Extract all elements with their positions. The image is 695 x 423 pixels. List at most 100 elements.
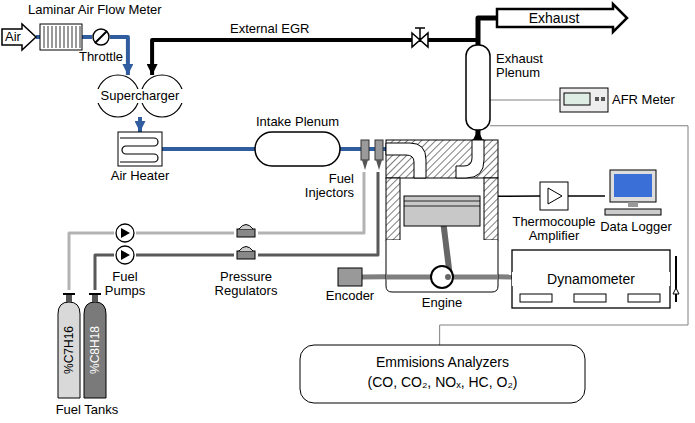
cylinder-wall xyxy=(386,178,400,240)
pump-body xyxy=(116,246,134,264)
meter-lamina xyxy=(68,26,69,48)
air-flow-meter-shape xyxy=(40,24,82,50)
meter-lamina xyxy=(44,26,45,48)
node-label: Laminar Air Flow Meter xyxy=(28,3,178,17)
meter-lamina xyxy=(80,26,81,48)
exhaust-plenum-shape xyxy=(466,45,490,130)
dyno-part xyxy=(628,294,660,302)
dyno-part xyxy=(574,294,606,302)
intake-port xyxy=(386,143,426,178)
pipe-connector xyxy=(258,172,364,233)
meter-body xyxy=(40,24,82,50)
afr-meter: AFR Meter xyxy=(560,88,608,112)
fuel-pumps: Fuel Pumps xyxy=(114,222,136,266)
fuel-tank: %C7H16 xyxy=(58,290,80,398)
injector-body xyxy=(361,140,369,160)
keyboard xyxy=(605,209,661,215)
node-label: Exhaust xyxy=(497,11,611,25)
regulator-body xyxy=(237,251,255,259)
node-label: Fuel Injectors xyxy=(290,172,354,200)
pipe-connector xyxy=(258,172,378,255)
intake-plenum-shape xyxy=(255,132,340,166)
arrow-outline xyxy=(2,24,36,50)
meter-button xyxy=(595,97,599,101)
tank-neck xyxy=(92,294,98,302)
node-label: Supercharger xyxy=(85,89,195,103)
amp-symbol xyxy=(548,188,562,204)
piston-ring xyxy=(404,206,480,207)
regulator-body xyxy=(237,229,255,237)
exhaust-port xyxy=(456,140,484,178)
node-label: Thermocouple Amplifier xyxy=(509,215,599,243)
pipe-connector xyxy=(478,18,497,45)
crankcase xyxy=(386,240,498,292)
throttle-valve: Throttle xyxy=(92,28,110,46)
data-logger-shape xyxy=(605,170,661,216)
throttle-valve-shape xyxy=(92,28,110,46)
encoder: Encoder xyxy=(338,268,362,286)
thermocouple-amplifier: Thermocouple Amplifier xyxy=(540,182,568,210)
caption-label: Fuel Tanks xyxy=(40,403,134,417)
valve-stem xyxy=(419,28,421,40)
plenum-body xyxy=(466,45,490,130)
dyno-part xyxy=(520,294,552,302)
heater-coil xyxy=(120,138,158,162)
fuel-pumps-shape xyxy=(114,222,136,266)
node-label: Encoder xyxy=(320,289,380,303)
dyno-mark xyxy=(673,288,679,294)
tank-valve xyxy=(63,293,75,295)
piston-ring xyxy=(404,201,480,202)
node-label: Pressure Regulators xyxy=(201,270,291,298)
supercharger: Supercharger xyxy=(85,75,195,117)
node-label: Air Heater xyxy=(100,169,180,183)
pipe-connector xyxy=(69,233,114,290)
meter-lamina xyxy=(76,26,77,48)
pipe-connector xyxy=(362,274,386,279)
meter-case xyxy=(560,88,608,112)
pipe-connector xyxy=(82,35,92,39)
air-inlet-arrow: Air xyxy=(2,24,36,50)
pump-body xyxy=(116,224,134,242)
engine: Engine xyxy=(386,140,498,292)
node-label: Data Logger xyxy=(599,220,673,234)
tank-label: %C8H18 xyxy=(88,326,102,374)
emissions-analyzers: Emmisions Analyzers(CO, CO₂, NOₓ, HC, O₂… xyxy=(300,345,585,403)
node-label: Exhaust Plenum xyxy=(496,52,556,80)
pipe-connector xyxy=(475,130,480,140)
meter-display xyxy=(564,93,590,105)
intake-plenum: Intake Plenum xyxy=(255,132,340,166)
node-label: Engine xyxy=(386,296,498,310)
pump-arrow xyxy=(121,228,130,238)
dyno-body xyxy=(512,250,670,308)
meter-lamina xyxy=(56,26,57,48)
encoder-shape xyxy=(338,268,362,286)
pressure-regulators: Pressure Regulators xyxy=(234,222,258,266)
tank-label: %C7H16 xyxy=(62,326,76,374)
dyno-bar xyxy=(675,256,677,302)
pipe-connector xyxy=(136,254,234,257)
air-flow-meter: Laminar Air Flow Meter xyxy=(40,24,82,50)
tank-body xyxy=(84,302,106,398)
throttle-plate xyxy=(95,31,107,43)
meter-lamina xyxy=(64,26,65,48)
piston xyxy=(404,196,480,226)
fuel-tank: %C8H18 xyxy=(84,290,106,398)
fuel-injectors: Fuel Injectors xyxy=(358,138,386,172)
meter-lamina xyxy=(60,26,61,48)
thermocouple-amplifier-shape xyxy=(540,182,568,210)
air-heater: Air Heater xyxy=(118,132,162,166)
pipe-connector xyxy=(440,126,688,345)
air-heater-shape xyxy=(118,132,162,166)
heater-box xyxy=(118,132,162,166)
stand xyxy=(628,202,638,207)
tank-body xyxy=(58,302,80,398)
edge-label: External EGR xyxy=(228,22,311,36)
amp-box xyxy=(540,182,568,210)
node-label: Air xyxy=(2,30,24,44)
regulator-dome xyxy=(239,225,253,230)
data-logger: Data Logger xyxy=(605,170,661,216)
meter-lamina xyxy=(72,26,73,48)
node-label: Dynamometer xyxy=(512,272,670,286)
node-label: Emmisions Analyzers xyxy=(300,355,585,369)
encoder-body xyxy=(338,268,362,286)
